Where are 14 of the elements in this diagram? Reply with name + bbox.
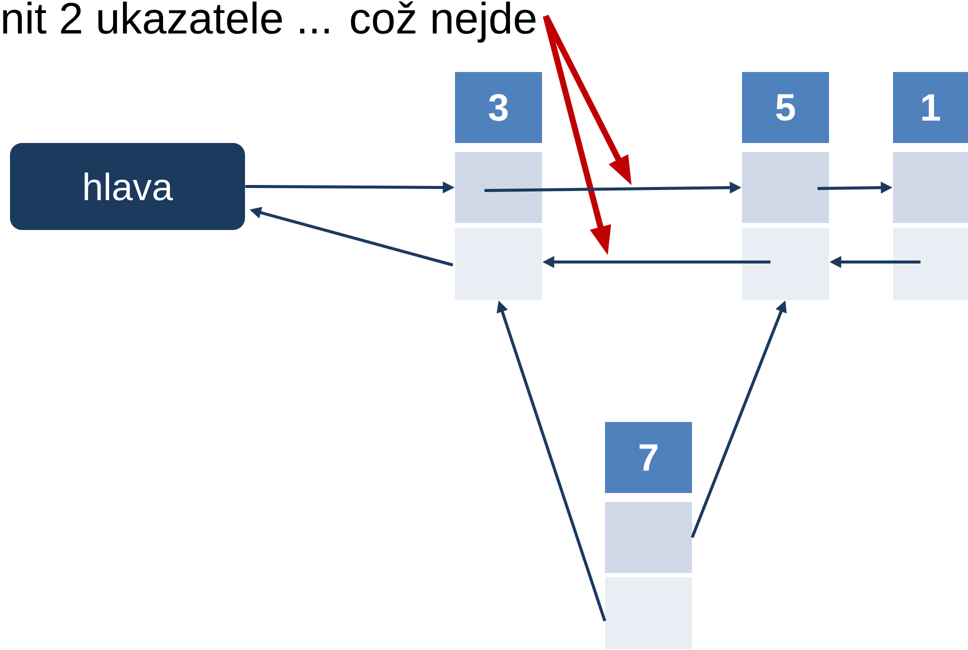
pointer-cell <box>893 152 968 223</box>
pointer-cell <box>742 152 830 223</box>
pointer-cell <box>605 502 692 573</box>
pointer-cell <box>893 228 968 300</box>
value-box: 1 <box>893 72 968 143</box>
pointer-cell <box>742 228 830 300</box>
head-box: hlava <box>10 143 245 230</box>
value-box: 3 <box>455 72 542 143</box>
pointer-cell <box>455 228 542 300</box>
note-text: nit 2 ukazatele ... což nejde <box>3 1 536 43</box>
pointer-cell <box>455 152 542 223</box>
pointer-cell <box>605 577 692 649</box>
value-box: 7 <box>605 422 692 493</box>
value-box: 5 <box>742 72 830 143</box>
